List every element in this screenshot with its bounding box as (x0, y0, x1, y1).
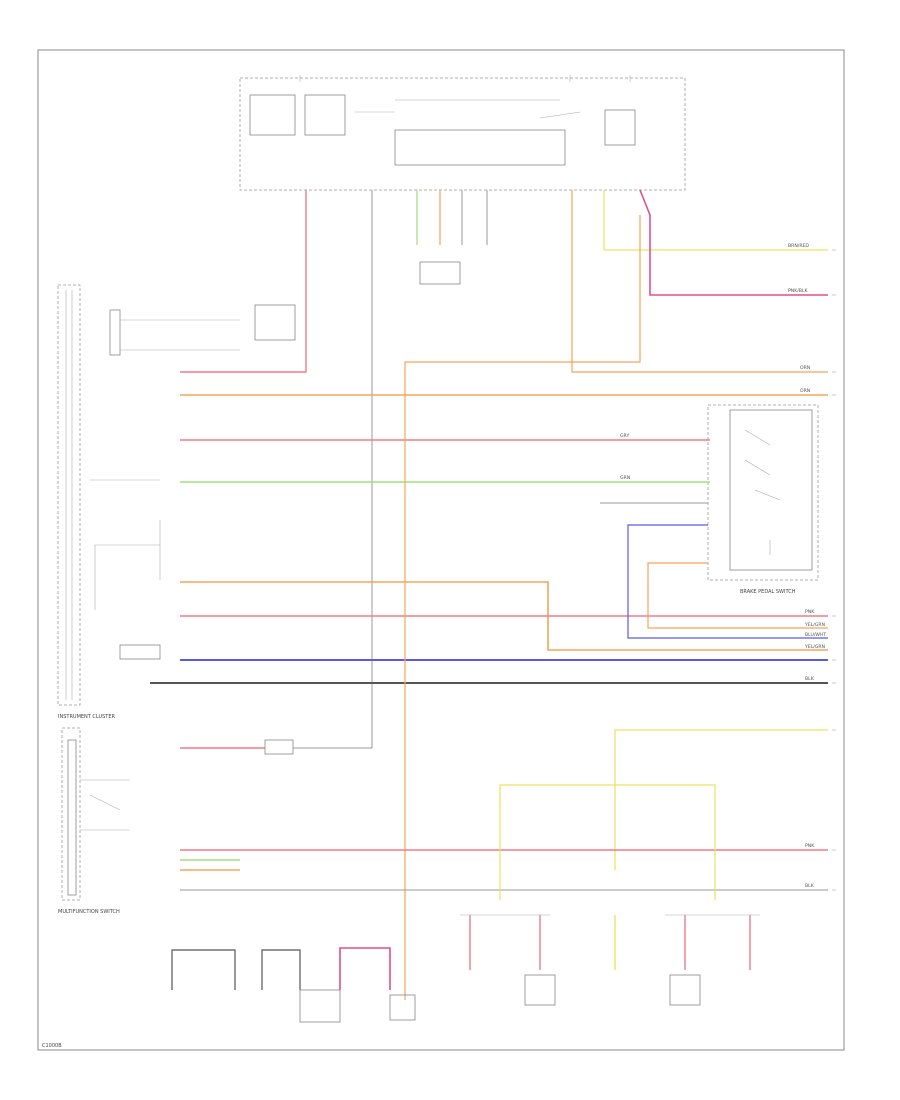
wire-tag: PNK/BLK (788, 288, 808, 294)
wire-tag: ORN (800, 365, 810, 371)
multifunction-switch (61, 727, 130, 901)
wire-tag: YEL/GRN (804, 644, 825, 650)
instrument-cluster (57, 284, 296, 706)
instrument-cluster-label: INSTRUMENT CLUSTER (58, 714, 116, 720)
connector-group-top (416, 190, 488, 285)
multifunction-switch-label: MULTIFUNCTION SWITCH (58, 909, 120, 915)
wire-tag: GRN (620, 475, 630, 481)
wire-tag: BRN/RED (788, 243, 809, 249)
brake-pedal-switch-label: BRAKE PEDAL SWITCH (740, 589, 796, 595)
wire-tag: ORN (800, 388, 810, 394)
wire-tag: BLK (805, 676, 815, 682)
footer-code: C1000B (42, 1043, 62, 1049)
top-control-module (239, 75, 686, 191)
wire-tag: BLK (805, 883, 815, 889)
right-terminals (832, 249, 836, 891)
bottom-components (171, 914, 760, 1023)
wire-tag: YEL/GRN (804, 622, 825, 628)
wire-tag: BLU/WHT (805, 632, 826, 638)
wire-tag: PNK (805, 843, 815, 849)
brake-pedal-switch (707, 404, 819, 581)
diagram-frame (37, 49, 845, 1051)
wire-tag: PNK (805, 609, 815, 615)
wire-tag: GRY (620, 433, 629, 439)
